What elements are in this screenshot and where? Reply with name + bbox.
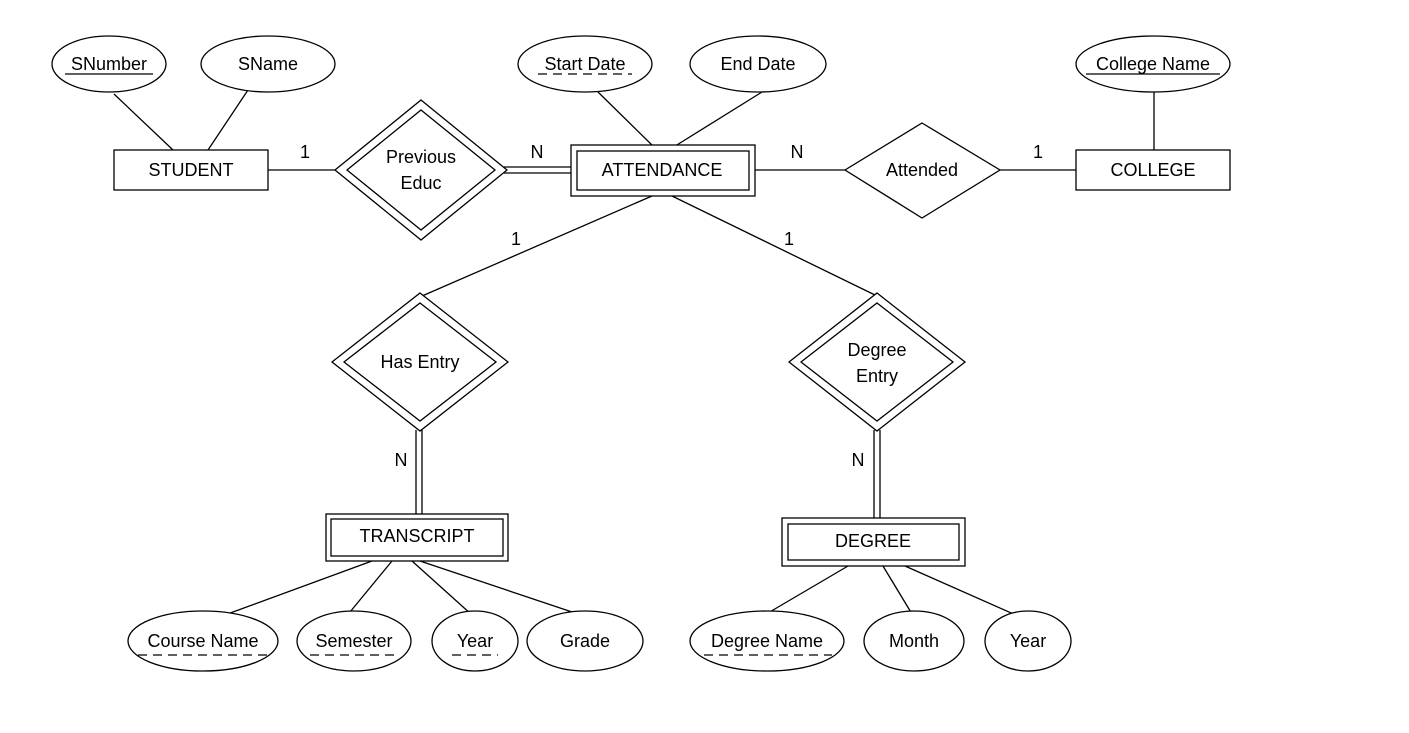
relationship-degree-entry[interactable]: Degree Entry bbox=[787, 292, 967, 432]
attribute-semester[interactable]: Semester bbox=[296, 610, 412, 672]
relationship-previous-educ-line2: Educ bbox=[400, 173, 441, 193]
relationship-degree-entry-line2: Entry bbox=[856, 366, 898, 386]
relationship-previous-educ[interactable]: Previous Educ bbox=[333, 99, 509, 241]
link-snumber-student bbox=[113, 93, 174, 151]
entity-degree[interactable]: DEGREE bbox=[781, 517, 966, 567]
attribute-college-name[interactable]: College Name bbox=[1075, 35, 1231, 93]
entity-attendance[interactable]: ATTENDANCE bbox=[570, 144, 756, 197]
connectors bbox=[113, 89, 1155, 617]
link-transcript-coursename bbox=[221, 560, 373, 617]
entity-college-label: COLLEGE bbox=[1110, 160, 1195, 180]
relationship-has-entry[interactable]: Has Entry bbox=[330, 292, 510, 432]
relationship-attended[interactable]: Attended bbox=[843, 122, 1002, 219]
attribute-transcript-year[interactable]: Year bbox=[431, 610, 519, 672]
relationship-has-entry-label: Has Entry bbox=[380, 352, 459, 372]
relationship-previous-educ-line1: Previous bbox=[386, 147, 456, 167]
entity-college[interactable]: COLLEGE bbox=[1075, 149, 1231, 191]
entity-student[interactable]: STUDENT bbox=[113, 149, 269, 191]
link-attendance-has-entry bbox=[421, 195, 653, 297]
attribute-course-name-label: Course Name bbox=[147, 631, 258, 651]
attribute-month[interactable]: Month bbox=[863, 610, 965, 672]
cardinality-college-attended: 1 bbox=[1033, 142, 1043, 162]
entity-degree-label: DEGREE bbox=[835, 531, 911, 551]
attribute-start-date-label: Start Date bbox=[544, 54, 625, 74]
attribute-transcript-year-label: Year bbox=[457, 631, 493, 651]
relationship-degree-entry-line1: Degree bbox=[847, 340, 906, 360]
cardinality-student-previous-educ: 1 bbox=[300, 142, 310, 162]
attribute-start-date[interactable]: Start Date bbox=[517, 35, 653, 93]
link-degree-month bbox=[882, 565, 913, 615]
attribute-college-name-label: College Name bbox=[1096, 54, 1210, 74]
link-degree-degreename bbox=[767, 565, 849, 614]
link-transcript-grade bbox=[419, 560, 585, 617]
attribute-grade[interactable]: Grade bbox=[526, 610, 644, 672]
attribute-snumber-label: SNumber bbox=[71, 54, 147, 74]
cardinality-degree-degree-entry: N bbox=[852, 450, 865, 470]
attribute-degree-name-label: Degree Name bbox=[711, 631, 823, 651]
entity-transcript[interactable]: TRANSCRIPT bbox=[325, 513, 509, 562]
link-startdate-attendance bbox=[597, 91, 656, 149]
attribute-month-label: Month bbox=[889, 631, 939, 651]
link-enddate-attendance bbox=[671, 91, 763, 149]
attribute-degree-year-label: Year bbox=[1010, 631, 1046, 651]
attribute-degree-year[interactable]: Year bbox=[984, 610, 1072, 672]
cardinality-attendance-attended: N bbox=[791, 142, 804, 162]
attribute-end-date-label: End Date bbox=[720, 54, 795, 74]
link-transcript-year bbox=[411, 560, 473, 616]
attribute-snumber[interactable]: SNumber bbox=[51, 35, 167, 93]
attribute-sname-label: SName bbox=[238, 54, 298, 74]
entity-attendance-label: ATTENDANCE bbox=[602, 160, 723, 180]
attribute-grade-label: Grade bbox=[560, 631, 610, 651]
link-sname-student bbox=[207, 89, 249, 151]
entity-transcript-label: TRANSCRIPT bbox=[359, 526, 474, 546]
attribute-degree-name[interactable]: Degree Name bbox=[689, 610, 845, 672]
attribute-end-date[interactable]: End Date bbox=[689, 35, 827, 93]
relationship-attended-label: Attended bbox=[886, 160, 958, 180]
link-attendance-degree-entry bbox=[671, 195, 878, 297]
cardinality-attendance-has-entry: 1 bbox=[511, 229, 521, 249]
attribute-semester-label: Semester bbox=[315, 631, 392, 651]
attribute-sname[interactable]: SName bbox=[200, 35, 336, 93]
cardinality-attendance-previous-educ: N bbox=[531, 142, 544, 162]
entity-student-label: STUDENT bbox=[149, 160, 234, 180]
attribute-course-name[interactable]: Course Name bbox=[127, 610, 279, 672]
link-transcript-semester bbox=[349, 560, 393, 613]
cardinality-attendance-degree-entry: 1 bbox=[784, 229, 794, 249]
cardinality-transcript-has-entry: N bbox=[395, 450, 408, 470]
cardinality-labels: 1 N N 1 1 1 N N bbox=[300, 142, 1043, 470]
link-degree-year bbox=[904, 565, 1019, 617]
